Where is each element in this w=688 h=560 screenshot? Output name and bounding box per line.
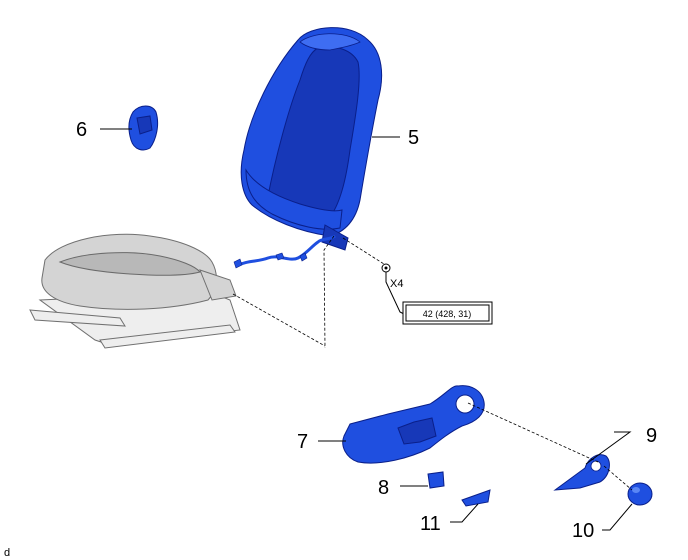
callout-8: 8 bbox=[378, 477, 389, 499]
side-shield bbox=[342, 385, 485, 464]
callout-7: 7 bbox=[297, 431, 308, 453]
torque-box-outer bbox=[402, 301, 493, 325]
assembly-guide-lines bbox=[232, 235, 633, 491]
small-cover-a bbox=[427, 471, 445, 489]
small-cover-b bbox=[461, 489, 491, 507]
corner-mark: d bbox=[4, 547, 10, 559]
callout-5: 5 bbox=[408, 127, 419, 149]
leader-lines bbox=[100, 128, 633, 531]
seatback-assembly bbox=[233, 27, 383, 269]
wire-harness bbox=[235, 234, 336, 268]
callout-11: 11 bbox=[420, 513, 441, 535]
callout-6: 6 bbox=[76, 119, 87, 141]
torque-box-inner bbox=[405, 304, 490, 322]
torque-spec: 42 (428, 31) bbox=[423, 309, 472, 319]
callout-10: 10 bbox=[572, 520, 594, 542]
cover-cap bbox=[128, 105, 159, 151]
fastener-quantity: X4 bbox=[390, 278, 403, 290]
callout-9: 9 bbox=[646, 425, 657, 447]
lever-knob bbox=[627, 482, 653, 506]
bolt-icon bbox=[381, 263, 391, 273]
seat-cushion-frame bbox=[29, 233, 241, 349]
recliner-lever bbox=[553, 454, 610, 491]
